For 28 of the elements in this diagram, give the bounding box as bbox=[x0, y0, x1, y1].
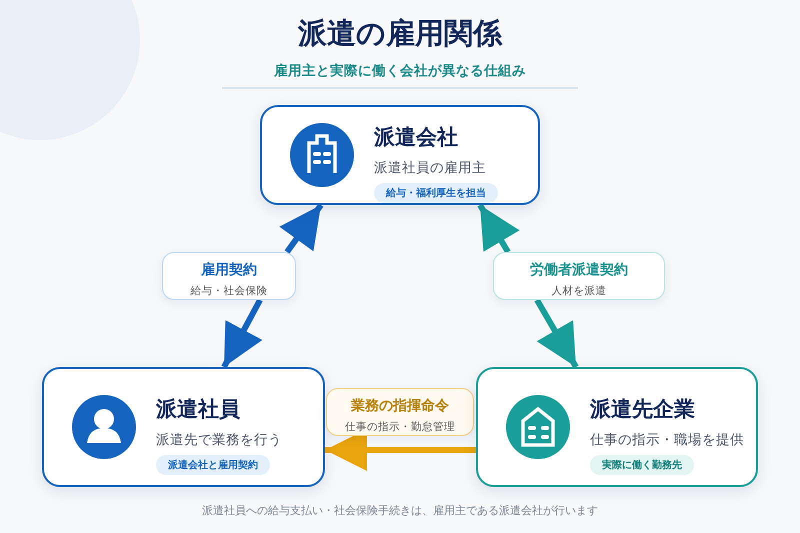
entity-card bbox=[42, 367, 325, 487]
card-title: 派遣社員 bbox=[156, 396, 240, 423]
badge: 派遣会社と雇用契約 bbox=[156, 455, 270, 475]
arrow bbox=[221, 298, 263, 368]
card-description: 派遣社員の雇用主 bbox=[374, 159, 486, 177]
card-description: 仕事の指示・職場を提供 bbox=[590, 431, 744, 449]
relation-label bbox=[326, 388, 474, 436]
label-subtitle: 人材を派遣 bbox=[552, 284, 606, 298]
arrow bbox=[279, 203, 324, 254]
label-title: 労働者派遣契約 bbox=[530, 261, 628, 279]
relation-label bbox=[493, 252, 665, 300]
card-title: 派遣会社 bbox=[374, 124, 458, 151]
footnote: 派遣社員への給与支払い・社会保険手続きは、雇用主である派遣会社が行います bbox=[201, 503, 599, 518]
entity-card bbox=[260, 105, 540, 205]
entity-card bbox=[476, 367, 758, 487]
title: 派遣の雇用関係 bbox=[296, 15, 504, 52]
arrow bbox=[534, 298, 579, 368]
badge: 実際に働く勤務先 bbox=[590, 455, 694, 475]
subtitle: 雇用主と実際に働く会社が異なる仕組み bbox=[273, 62, 527, 80]
label-subtitle: 仕事の指示・勤怠管理 bbox=[345, 420, 455, 434]
card-description: 派遣先で業務を行う bbox=[156, 431, 282, 449]
label-subtitle: 給与・社会保険 bbox=[190, 284, 268, 298]
arrow bbox=[477, 203, 520, 254]
relation-label bbox=[162, 252, 296, 300]
badge: 給与・福利厚生を担当 bbox=[374, 183, 498, 203]
label-title: 雇用契約 bbox=[201, 261, 257, 279]
label-title: 業務の指揮命令 bbox=[351, 397, 449, 415]
card-title: 派遣先企業 bbox=[590, 396, 695, 423]
